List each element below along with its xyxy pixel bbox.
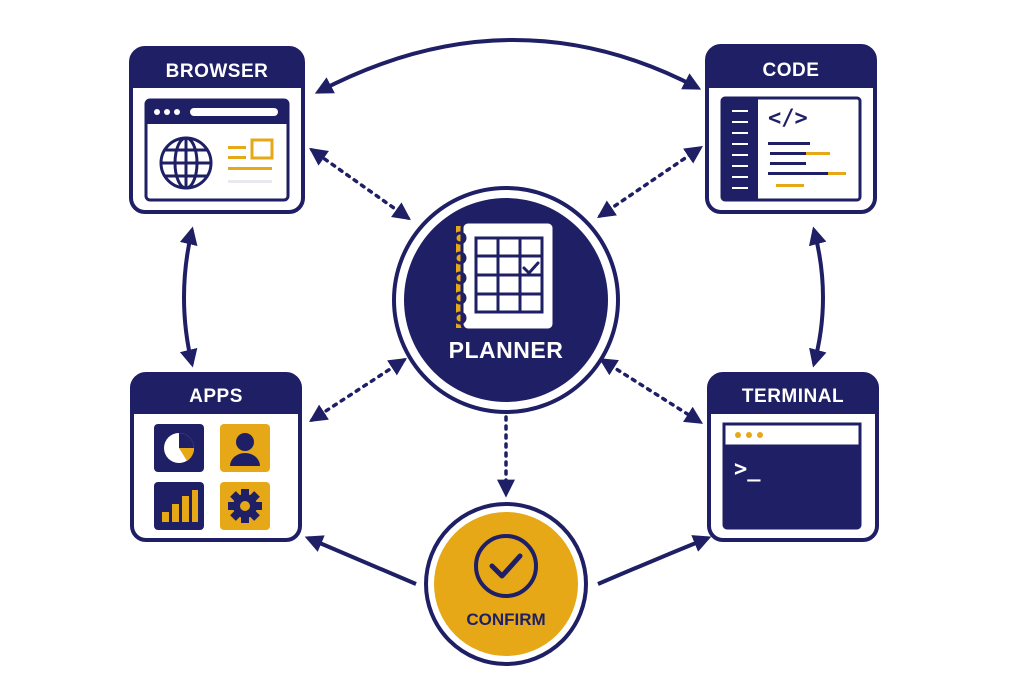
edges — [179, 38, 827, 586]
node-planner: PLANNER — [392, 186, 620, 414]
gear-icon — [220, 482, 270, 530]
checkmark-icon — [474, 534, 538, 598]
node-confirm-title: CONFIRM — [466, 610, 545, 629]
edge-planner-code — [597, 145, 703, 219]
edge-browser-apps — [179, 226, 198, 368]
terminal-prompt-icon: >_ — [734, 457, 761, 482]
node-confirm: CONFIRM — [424, 502, 588, 666]
node-browser-title: BROWSER — [166, 61, 269, 82]
globe-icon — [159, 136, 213, 190]
edge-browser-code — [314, 38, 702, 94]
node-apps: APPS — [130, 372, 302, 542]
node-code: CODE </> — [705, 44, 877, 214]
notebook-grid-icon — [453, 220, 556, 332]
edge-planner-apps — [308, 358, 408, 422]
node-terminal-title: TERMINAL — [742, 386, 844, 407]
edge-code-terminal — [808, 226, 827, 368]
node-planner-title: PLANNER — [449, 337, 564, 363]
node-terminal: TERMINAL >_ — [707, 372, 879, 542]
pie-chart-icon — [154, 424, 204, 472]
edge-confirm-apps — [304, 535, 417, 586]
code-brackets-icon: </> — [768, 106, 808, 131]
node-code-title: CODE — [763, 60, 820, 81]
line-number-gutter — [732, 110, 748, 189]
terminal-prompt: >_ — [734, 457, 761, 482]
edge-confirm-terminal — [597, 535, 712, 586]
node-browser: BROWSER — [129, 46, 305, 214]
edge-planner-browser — [309, 147, 411, 221]
edge-planner-terminal — [598, 358, 704, 424]
user-icon — [220, 424, 270, 472]
bar-chart-icon — [154, 482, 204, 530]
node-apps-title: APPS — [189, 386, 243, 407]
